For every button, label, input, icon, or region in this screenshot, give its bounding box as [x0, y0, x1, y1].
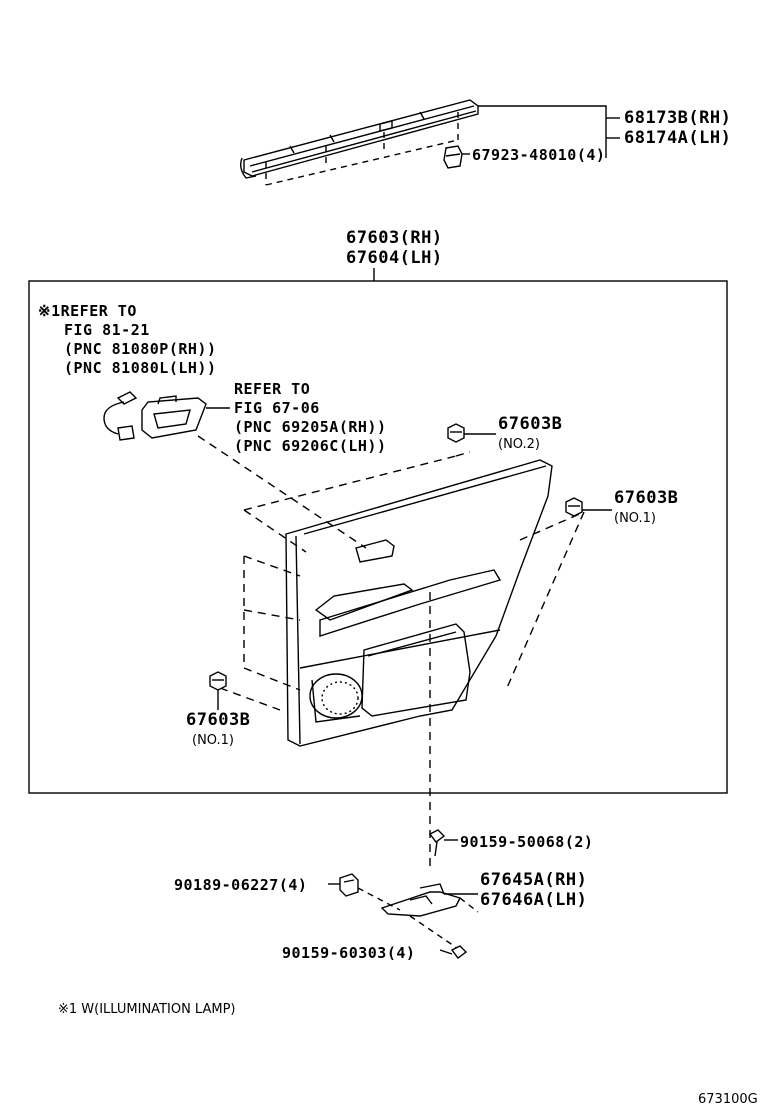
- ref-handle-line1: REFER TO: [234, 380, 311, 398]
- door-trim-panel: [285, 459, 553, 747]
- clip-67923: [443, 145, 463, 169]
- part-label-bracket-rh: 67645A(RH): [480, 870, 588, 890]
- clip-67603b-no2: [447, 423, 465, 443]
- part-label-clip-no1-left: 67603B: [186, 710, 251, 730]
- part-label-bracket-lh: 67646A(LH): [480, 890, 588, 910]
- ref-handle-line4: (PNC 69206C(LH)): [234, 437, 387, 455]
- part-label-molding-lh: 68174A(LH): [624, 128, 732, 148]
- lower-guide-lines: [357, 887, 479, 951]
- ref-lamp-line1: ※1REFER TO: [38, 302, 137, 320]
- ref-handle-line2: FIG 67-06: [234, 399, 320, 417]
- part-label-panel-rh: 67603(RH): [346, 228, 443, 248]
- part-label-clip-06227: 90189-06227(4): [174, 876, 308, 894]
- part-label-clip-no1-right: 67603B: [614, 488, 679, 508]
- part-label-screw-50068: 90159-50068(2): [460, 833, 594, 851]
- handle-bezel: [141, 395, 207, 439]
- door-panel-box: [28, 280, 728, 794]
- molding-guide-lines: [265, 112, 459, 186]
- illumination-lamp: [103, 391, 138, 441]
- clip-67603b-no1-left: [209, 671, 227, 691]
- part-label-screw-60303: 90159-60303(4): [282, 944, 416, 962]
- part-note-clip-no2: (NO.2): [498, 437, 540, 452]
- part-label-panel-lh: 67604(LH): [346, 248, 443, 268]
- ref-lamp-line2: FIG 81-21: [64, 321, 150, 339]
- ref-lamp-line3: (PNC 81080P(RH)): [64, 340, 217, 358]
- part-label-clip-67923: 67923-48010(4): [472, 146, 606, 164]
- ref-handle-line3: (PNC 69205A(RH)): [234, 418, 387, 436]
- clip-67603b-no1-right: [565, 497, 583, 517]
- ref-lamp-line4: (PNC 81080L(LH)): [64, 359, 217, 377]
- figure-code: 673100G: [698, 1092, 758, 1107]
- part-note-clip-no1-left: (NO.1): [192, 733, 234, 748]
- part-label-molding-rh: 68173B(RH): [624, 108, 732, 128]
- molding-leader: [478, 105, 607, 158]
- screw-90159-60303: [439, 945, 468, 959]
- clip-90189-06227: [339, 873, 359, 897]
- part-note-clip-no1-right: (NO.1): [614, 511, 656, 526]
- screw-90159-50068: [428, 829, 446, 857]
- panel-guide-lines: [197, 435, 585, 866]
- part-label-clip-no2: 67603B: [498, 414, 563, 434]
- window-molding: [239, 99, 479, 179]
- bracket-67645a: [380, 883, 461, 917]
- footnote: ※1 W(ILLUMINATION LAMP): [58, 1002, 236, 1017]
